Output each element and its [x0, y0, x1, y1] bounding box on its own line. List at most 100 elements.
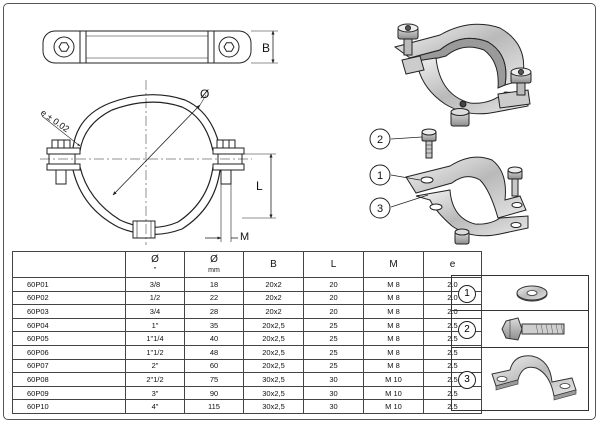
- table-cell: 20: [303, 304, 364, 319]
- header-m: M: [363, 251, 424, 278]
- header-code: [12, 251, 126, 278]
- header-e: e: [423, 251, 482, 278]
- table-cell: 25: [303, 317, 364, 333]
- legend-row-bolt: 2: [452, 311, 588, 348]
- callout-2: 2: [369, 128, 391, 150]
- callout-leaders: [390, 136, 429, 208]
- table-cell: 20: [303, 277, 364, 292]
- callout-1: 1: [369, 164, 391, 186]
- table-cell: M 8: [363, 331, 424, 346]
- table-cell: M 8: [363, 290, 424, 306]
- table-cell: M 8: [363, 317, 424, 333]
- table-cell: 20x2,5: [243, 317, 304, 333]
- table-cell: 1"1/2: [125, 344, 185, 360]
- hex-socket-icon: [218, 36, 240, 58]
- table-cell: 28: [184, 304, 244, 319]
- table-cell: 3/4: [125, 304, 185, 319]
- dim-l-label: L: [256, 179, 263, 193]
- table-cell: 22: [184, 290, 244, 306]
- header-l: L: [303, 251, 364, 278]
- table-cell: 60: [184, 358, 244, 374]
- header-b: B: [243, 251, 304, 278]
- table-cell: 35: [184, 317, 244, 333]
- cell-code: 60P02: [12, 290, 126, 306]
- cell-code: 60P05: [12, 331, 126, 346]
- legend-row-washer: 1: [452, 276, 588, 311]
- cell-code: 60P08: [12, 372, 126, 387]
- cell-code: 60P07: [12, 358, 126, 374]
- pipe-clamp-half-icon: [491, 355, 577, 401]
- dim-diameter-label: Ø: [200, 87, 209, 101]
- top-view: [42, 30, 278, 64]
- table-cell: 20x2,5: [243, 358, 304, 374]
- hex-nut-icon: [216, 139, 236, 185]
- header-unit-inch: ": [125, 267, 185, 278]
- table-cell: 30: [303, 372, 364, 387]
- header-diameter-mm: Ø: [184, 251, 244, 267]
- table-cell: 3/8: [125, 277, 185, 292]
- washer-icon: [516, 285, 548, 302]
- table-cell: M 8: [363, 304, 424, 319]
- assembled-clamp-iso: [393, 23, 532, 127]
- table-cell: 90: [184, 385, 244, 401]
- legend-number: 2: [458, 321, 476, 339]
- table-cell: 40: [184, 331, 244, 346]
- table-cell: M 8: [363, 277, 424, 292]
- table-cell: 115: [184, 399, 244, 414]
- table-cell: 1": [125, 317, 185, 333]
- table-cell: 1"1/4: [125, 331, 185, 346]
- cell-code: 60P04: [12, 317, 126, 333]
- table-cell: 30x2,5: [243, 372, 304, 387]
- table-cell: 20x2: [243, 290, 304, 306]
- table-cell: 2"1/2: [125, 372, 185, 387]
- table-cell: 20x2: [243, 304, 304, 319]
- dim-b-label: B: [262, 41, 270, 55]
- table-cell: 30: [303, 399, 364, 414]
- table-cell: 20: [303, 290, 364, 306]
- table-cell: 3": [125, 385, 185, 401]
- cell-code: 60P09: [12, 385, 126, 401]
- header-diameter-inch: Ø: [125, 251, 185, 267]
- table-cell: 30x2,5: [243, 399, 304, 414]
- table-cell: 18: [184, 277, 244, 292]
- table-cell: 20x2: [243, 277, 304, 292]
- cell-code: 60P10: [12, 399, 126, 414]
- cell-code: 60P03: [12, 304, 126, 319]
- table-cell: 30: [303, 385, 364, 401]
- threaded-boss-icon: [132, 220, 156, 239]
- table-cell: M 8: [363, 358, 424, 374]
- legend-row-clamp-half: 3: [452, 348, 588, 412]
- dim-e-label: e ± 0.02: [39, 107, 71, 134]
- sheet-frame: [3, 3, 596, 420]
- table-cell: 25: [303, 344, 364, 360]
- table-cell: 2": [125, 358, 185, 374]
- dim-m-label: M: [240, 231, 249, 243]
- cell-code: 60P01: [12, 277, 126, 292]
- table-cell: M 10: [363, 372, 424, 387]
- svg-text:3: 3: [377, 203, 383, 215]
- cell-code: 60P06: [12, 344, 126, 360]
- legend-number: 3: [458, 371, 476, 389]
- callout-3: 3: [369, 197, 391, 219]
- table-header-row: Ø Ø B L M e: [12, 251, 482, 278]
- table-cell: M 10: [363, 399, 424, 414]
- svg-text:2: 2: [377, 134, 383, 146]
- table-cell: M 8: [363, 344, 424, 360]
- table-cell: M 10: [363, 385, 424, 401]
- hex-nut-icon: [51, 139, 71, 185]
- table-cell: 20x2,5: [243, 331, 304, 346]
- hex-socket-icon: [53, 36, 75, 58]
- legend-number: 1: [458, 285, 476, 303]
- table-cell: 25: [303, 331, 364, 346]
